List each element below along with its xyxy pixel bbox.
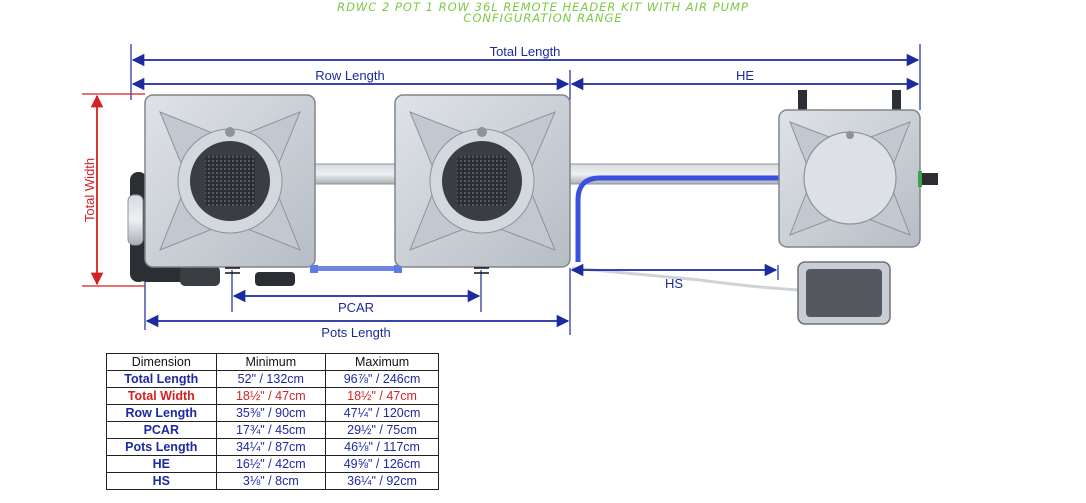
drain-fitting-left	[127, 172, 295, 286]
extension-lines	[130, 44, 921, 335]
minimum-cell: 18½" / 47cm	[215, 387, 327, 405]
air-line	[571, 266, 801, 292]
maximum-cell: 47¼" / 120cm	[325, 404, 439, 422]
table-row: Total Width 18½" / 47cm 18½" / 47cm	[106, 387, 439, 405]
maximum-cell: 29½" / 75cm	[325, 421, 439, 439]
header-tank	[778, 90, 938, 248]
minimum-cell: 52" / 132cm	[215, 370, 327, 388]
maximum-cell: 96⅞" / 246cm	[325, 370, 439, 388]
diagram-title: RDWC 2 POT 1 ROW 36L REMOTE HEADER KIT W…	[0, 0, 1086, 25]
table-header-row: Dimension Minimum Maximum	[106, 353, 439, 371]
pot-connector	[312, 266, 402, 271]
pot-2	[394, 94, 571, 268]
minimum-cell: 35⅜" / 90cm	[215, 404, 327, 422]
title-line-1: RDWC 2 POT 1 ROW 36L REMOTE HEADER KIT W…	[337, 0, 749, 14]
maximum-cell: 46⅛" / 117cm	[325, 438, 439, 456]
header-maximum: Maximum	[325, 353, 439, 371]
title-line-2: CONFIGURATION RANGE	[463, 11, 623, 25]
header-minimum: Minimum	[215, 353, 327, 371]
dimension-cell: Total Width	[106, 387, 217, 405]
he-label: HE	[736, 68, 754, 83]
dimension-cell: Row Length	[106, 404, 217, 422]
pot-1	[144, 94, 316, 268]
row-length-label: Row Length	[315, 68, 384, 83]
net-pot-mesh	[205, 156, 255, 206]
minimum-cell: 17¾" / 45cm	[215, 421, 327, 439]
pot-bottom-fittings	[225, 267, 489, 274]
maximum-cell: 49⅝" / 126cm	[325, 455, 439, 473]
table-row: Pots Length 34¼" / 87cm 46⅛" / 117cm	[106, 438, 439, 456]
dimension-cell: Pots Length	[106, 438, 217, 456]
maximum-cell: 18½" / 47cm	[325, 387, 439, 405]
dimension-cell: HS	[106, 472, 217, 490]
table-row: PCAR 17¾" / 45cm 29½" / 75cm	[106, 421, 439, 439]
pcar-label: PCAR	[338, 300, 374, 315]
minimum-cell: 34¼" / 87cm	[215, 438, 327, 456]
air-pump	[797, 261, 891, 325]
net-pot-mesh	[457, 156, 507, 206]
layout-diagram: Total Length Row Length HE Total Width H…	[82, 44, 938, 340]
table-row: Total Length 52" / 132cm 96⅞" / 246cm	[106, 370, 439, 388]
minimum-cell: 16½" / 42cm	[215, 455, 327, 473]
dimensions-table: Dimension Minimum Maximum Total Length 5…	[106, 353, 439, 490]
hs-label: HS	[665, 276, 683, 291]
total-width-label: Total Width	[82, 158, 97, 222]
pots-length-label: Pots Length	[321, 325, 390, 340]
remote-blue-pipe	[575, 175, 785, 262]
dimension-cell: Total Length	[106, 370, 217, 388]
table-row: HS 3⅛" / 8cm 36¼" / 92cm	[106, 472, 439, 490]
dimension-cell: PCAR	[106, 421, 217, 439]
table-row: Row Length 35⅜" / 90cm 47¼" / 120cm	[106, 404, 439, 422]
total-length-label: Total Length	[490, 44, 561, 59]
minimum-cell: 3⅛" / 8cm	[215, 472, 327, 490]
header-dimension: Dimension	[106, 353, 217, 371]
dimension-cell: HE	[106, 455, 217, 473]
maximum-cell: 36¼" / 92cm	[325, 472, 439, 490]
table-row: HE 16½" / 42cm 49⅝" / 126cm	[106, 455, 439, 473]
